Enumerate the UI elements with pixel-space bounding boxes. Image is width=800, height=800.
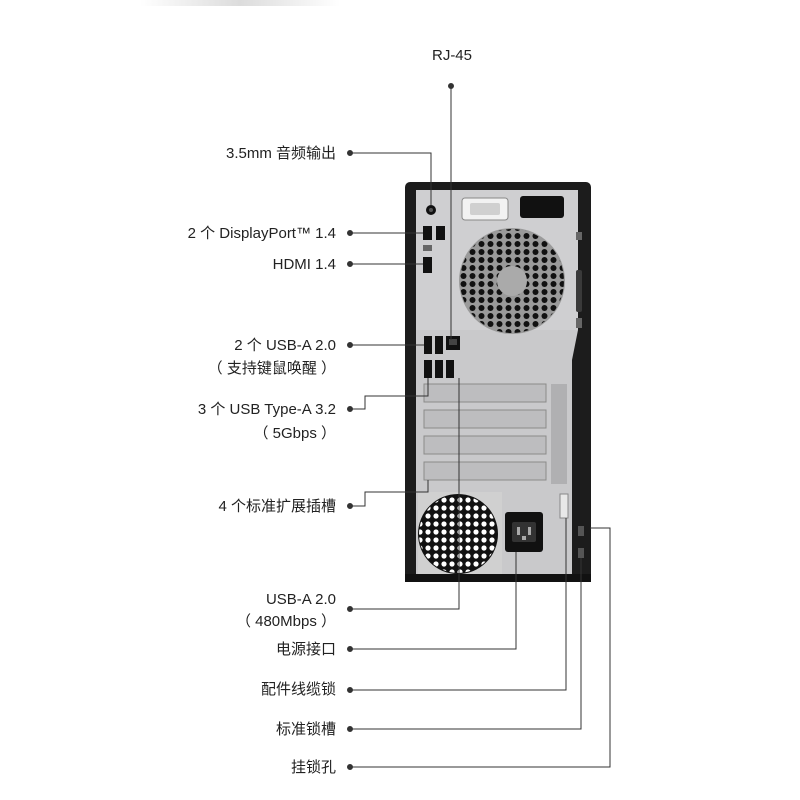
hdmi-port xyxy=(423,257,432,273)
label-usb2-line2: （ 支持键鼠唤醒 ） xyxy=(207,360,336,377)
expansion-slots xyxy=(423,383,567,484)
label-padlock: 挂锁孔 xyxy=(290,759,336,776)
usb32-ports xyxy=(424,360,454,378)
label-usb-bottom-line1: USB-A 2.0 xyxy=(265,591,336,608)
label-hdmi: HDMI 1.4 xyxy=(272,256,336,273)
label-power: 电源接口 xyxy=(275,641,336,658)
psu-fan-icon xyxy=(418,492,502,574)
label-usb32-line2: （ 5Gbps ） xyxy=(253,425,336,442)
label-security-slot: 标准锁槽 xyxy=(275,721,336,738)
label-usb-bottom-line2: （ 480Mbps ） xyxy=(235,613,336,630)
side-controls xyxy=(576,232,582,328)
lock-hardware xyxy=(559,493,584,558)
top-shadow xyxy=(140,0,340,6)
label-usb32-line1: 3 个 USB Type-A 3.2 xyxy=(197,401,336,418)
label-expansion: 4 个标准扩展插槽 xyxy=(218,498,336,515)
power-inlet xyxy=(505,512,543,552)
label-displayport: 2 个 DisplayPort™ 1.4 xyxy=(187,225,336,242)
top-fan-icon xyxy=(459,228,565,334)
label-rj45: RJ-45 xyxy=(431,47,472,64)
label-cable-lock: 配件线缆锁 xyxy=(260,681,336,698)
psu-latch xyxy=(461,196,564,221)
leader-lines xyxy=(347,83,611,770)
rj45-port xyxy=(446,336,460,350)
displayport-ports xyxy=(423,226,445,251)
label-audio: 3.5mm 音频输出 xyxy=(225,145,336,162)
audio-jack xyxy=(426,205,436,215)
label-usb2-line1: 2 个 USB-A 2.0 xyxy=(234,337,336,354)
feet xyxy=(405,574,591,582)
usb2-ports xyxy=(424,336,443,354)
